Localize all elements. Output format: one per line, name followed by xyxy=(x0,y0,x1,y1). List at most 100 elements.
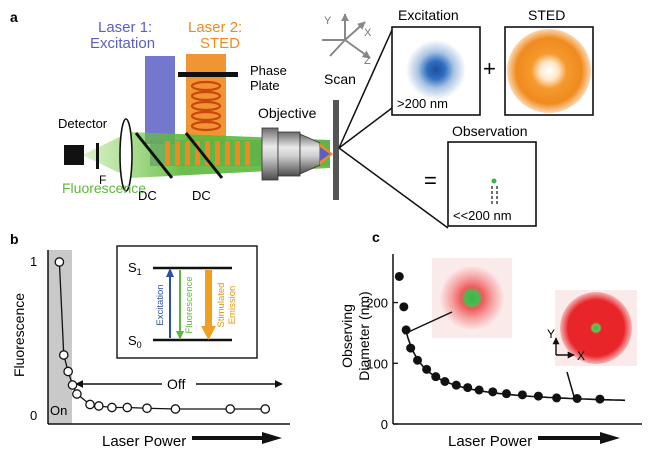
inset-high-power-pointer xyxy=(566,371,576,401)
panel-a-label: a xyxy=(10,9,18,25)
c-ylabel-line2: Diameter (nm) xyxy=(356,291,372,380)
stimulated-label-line1: Stimulated xyxy=(216,283,227,328)
excitation-arrowhead xyxy=(166,268,174,277)
c-ylabel-line1: Observing xyxy=(339,304,355,368)
off-label: Off xyxy=(167,376,186,392)
b-tick-0: 0 xyxy=(30,408,37,423)
projection-line-bottom xyxy=(338,147,449,229)
panel-b: b 1 0 Fluorescence On Off Laser Power S1… xyxy=(10,231,290,450)
b-data-point xyxy=(67,380,78,390)
filter xyxy=(96,143,99,169)
stimulated-label-line2: Emission xyxy=(227,286,238,325)
objective-lens xyxy=(261,127,333,181)
projection-line-top xyxy=(338,29,393,149)
observation-title: Observation xyxy=(452,123,527,139)
helical-wavefront xyxy=(190,80,222,132)
c-xlabel-arrow xyxy=(538,432,620,444)
c-data-point xyxy=(488,387,498,397)
dichroic-mirror-1 xyxy=(134,132,174,179)
inset-high-power-spot xyxy=(560,292,632,364)
c-data-point xyxy=(595,394,605,404)
phase-plate-label-line1: Phase xyxy=(250,63,287,78)
c-data-point xyxy=(552,393,562,403)
b-data-point xyxy=(58,350,69,360)
sample-slide xyxy=(333,100,339,200)
c-y-tick-label: 0 xyxy=(381,417,388,432)
observation-size: <<200 nm xyxy=(453,208,512,223)
sted-donut xyxy=(507,29,591,113)
c-data-point xyxy=(501,389,511,399)
panel-b-label: b xyxy=(10,231,19,247)
b-xlabel: Laser Power xyxy=(102,433,186,450)
c-data-point xyxy=(394,271,404,281)
detector-label: Detector xyxy=(58,116,108,131)
scan-axis-z: Z xyxy=(364,55,371,67)
c-data-point xyxy=(463,383,473,393)
s0-label: S0 xyxy=(128,333,142,350)
c-plot-area xyxy=(394,271,626,404)
c-data-point xyxy=(451,380,461,390)
panel-a: a Det xyxy=(10,7,594,229)
excitation-spot xyxy=(406,40,466,100)
dichroic-mirror-2 xyxy=(184,132,224,179)
b-data-point xyxy=(225,404,236,414)
b-data-point xyxy=(142,403,152,414)
c-data-point xyxy=(572,394,582,403)
scan-axis-y: Y xyxy=(324,15,332,27)
detector xyxy=(64,145,84,165)
c-axis-x-label: X xyxy=(577,349,585,363)
dc1-label: DC xyxy=(138,188,157,203)
laser1-label-line1: Laser 1: xyxy=(98,19,152,36)
laser2-label-line1: Laser 2: xyxy=(188,19,242,36)
c-data-point xyxy=(533,391,543,401)
b-data-point xyxy=(72,389,82,399)
laser1-label-line2: Excitation xyxy=(90,35,155,52)
equals-sign: = xyxy=(424,168,437,193)
plus-sign: + xyxy=(483,56,496,81)
filter-label: F xyxy=(99,173,106,187)
fluorescence-arrow-label: Fluorescence xyxy=(184,276,195,333)
c-data-point xyxy=(474,385,484,395)
stimulated-emission-arrowhead xyxy=(201,326,216,340)
observation-image xyxy=(447,141,537,227)
b-data-point xyxy=(63,366,73,377)
objective-label: Objective xyxy=(258,105,317,121)
phase-plate-label-line2: Plate xyxy=(250,78,280,93)
c-data-point xyxy=(422,364,432,374)
scan-label: Scan xyxy=(324,71,356,87)
c-data-point xyxy=(399,302,409,312)
dc2-label: DC xyxy=(192,188,211,203)
fluorescence-arrowhead xyxy=(176,331,184,340)
inset-low-power-pointer xyxy=(403,311,453,335)
lens xyxy=(119,118,133,192)
phase-plate xyxy=(178,72,238,77)
c-xlabel: Laser Power xyxy=(448,433,532,450)
c-data-point xyxy=(517,390,527,400)
observation-spot xyxy=(491,178,497,184)
laser1-beam-vertical xyxy=(145,56,175,144)
scan-axis-x: X xyxy=(364,27,372,39)
c-axis-y-label: Y xyxy=(547,327,555,341)
b-ylabel: Fluorescence xyxy=(11,293,27,377)
projection-line-mid xyxy=(338,107,393,149)
b-data-point xyxy=(122,402,133,413)
xy-axes-icon xyxy=(552,337,575,359)
b-data-point xyxy=(93,401,104,411)
c-data-point xyxy=(406,343,416,353)
excitation-title: Excitation xyxy=(398,7,459,23)
fluorescence-label: Fluorescence xyxy=(62,180,146,196)
panel-c-label: c xyxy=(372,229,380,245)
c-data-point xyxy=(413,355,423,365)
c-data-point xyxy=(440,377,450,386)
s1-label: S1 xyxy=(128,260,142,277)
on-label: On xyxy=(50,403,67,418)
b-data-point xyxy=(107,402,117,413)
inset-low-power-spot xyxy=(440,266,504,330)
b-xlabel-arrow xyxy=(192,432,282,444)
b-data-point xyxy=(85,399,95,410)
excitation-size: >200 nm xyxy=(397,96,448,111)
b-data-point xyxy=(170,404,181,414)
stripe-pattern xyxy=(165,141,250,165)
